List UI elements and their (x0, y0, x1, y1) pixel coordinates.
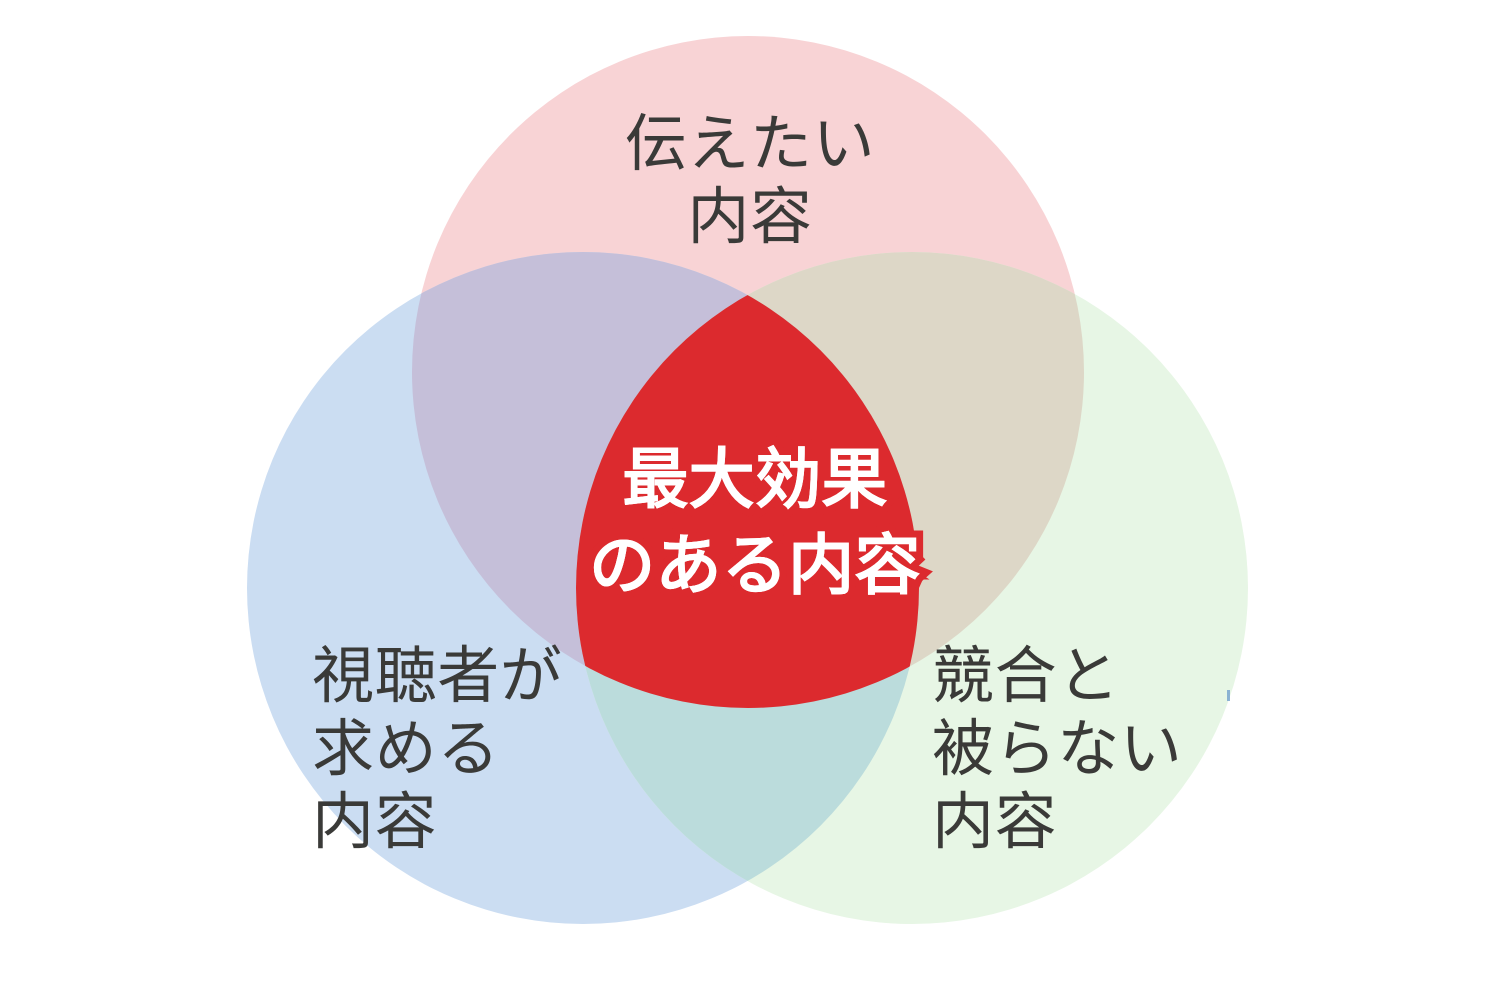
stray-blue-mark (1227, 690, 1230, 701)
